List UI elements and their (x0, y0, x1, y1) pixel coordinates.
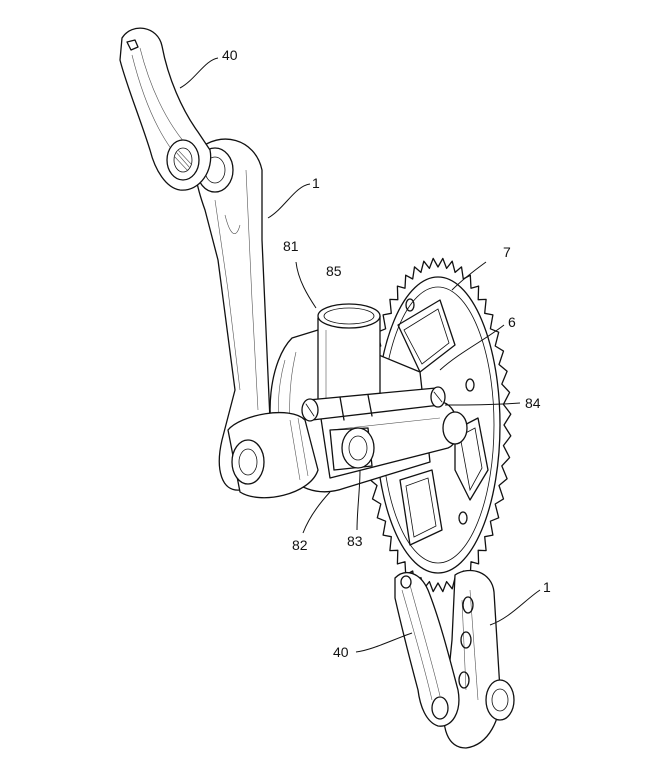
leader-lines (179, 57, 541, 653)
label-1-lower: 1 (543, 579, 551, 595)
label-1-upper: 1 (312, 175, 320, 191)
lower-lever-arm (394, 572, 460, 727)
lower-crank-arm (443, 569, 515, 749)
label-84: 84 (525, 395, 541, 411)
label-7: 7 (503, 244, 511, 260)
cross-pin (301, 386, 446, 422)
label-81: 81 (283, 238, 299, 254)
label-83: 83 (347, 533, 363, 549)
upper-crank-arm (194, 138, 319, 499)
side-boss (329, 427, 375, 471)
reference-labels: 40 1 81 85 7 6 84 82 83 1 40 (222, 47, 551, 660)
label-82: 82 (292, 537, 308, 553)
upper-lever-arm (119, 27, 212, 191)
label-85: 85 (326, 263, 342, 279)
seat-tube-stub (317, 303, 381, 409)
label-40-upper: 40 (222, 47, 238, 63)
label-6: 6 (508, 314, 516, 330)
label-40-lower: 40 (333, 644, 349, 660)
